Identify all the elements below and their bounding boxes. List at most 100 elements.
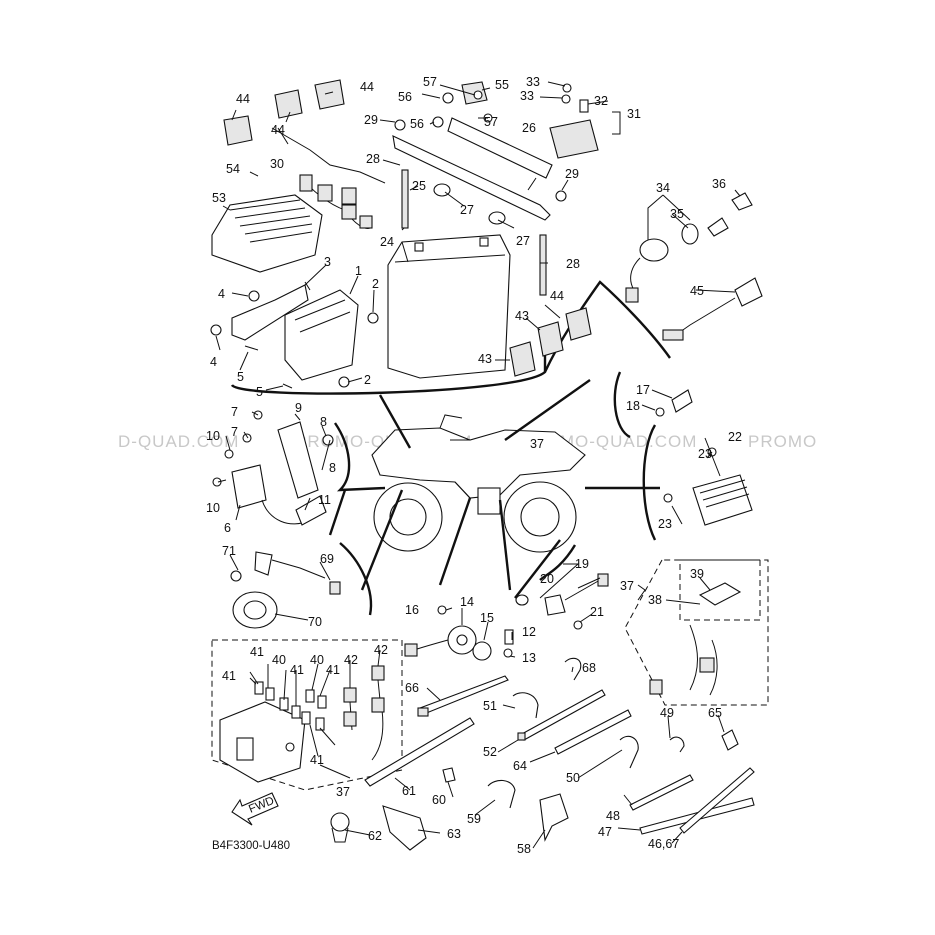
callout-33a: 33	[526, 75, 540, 89]
callout-37b: 37	[620, 579, 634, 593]
callout-36: 36	[712, 177, 726, 191]
callout-43b: 43	[478, 352, 492, 366]
wire-harness-box	[624, 559, 769, 706]
callout-44c: 44	[360, 80, 374, 94]
diagram-code: B4F3300-U480	[212, 840, 290, 852]
callout-21: 21	[590, 605, 604, 619]
callout-49: 49	[660, 706, 674, 720]
watermark-4: PROMO	[748, 432, 817, 451]
callout-65: 65	[708, 706, 722, 720]
callout-3: 3	[324, 255, 331, 269]
callout-47: 47	[598, 825, 612, 839]
callout-17: 17	[636, 383, 650, 397]
sensor-parts-group	[404, 573, 609, 661]
rectifier-group	[663, 447, 753, 526]
callout-41a: 41	[222, 669, 236, 683]
callouts: 1 2 2 3 4 4 5 5 6 7 7 8 8 9 10 10 11 12 …	[206, 75, 742, 856]
cable-ties-group	[330, 657, 755, 851]
sensor-17-group	[655, 389, 693, 417]
callout-51: 51	[483, 699, 497, 713]
callout-23b: 23	[658, 517, 672, 531]
callout-33b: 33	[520, 89, 534, 103]
callout-69: 69	[320, 552, 334, 566]
section-frames	[230, 280, 671, 616]
relay-31-group	[549, 83, 621, 159]
callout-29a: 29	[364, 113, 378, 127]
callout-40b: 40	[310, 653, 324, 667]
callout-29b: 29	[565, 167, 579, 181]
callout-71: 71	[222, 544, 236, 558]
atv-illustration	[371, 414, 586, 553]
callout-50: 50	[566, 771, 580, 785]
callout-64: 64	[513, 759, 527, 773]
callout-4b: 4	[210, 355, 217, 369]
callout-7a: 7	[231, 405, 238, 419]
callout-56a: 56	[398, 90, 412, 104]
callout-41e: 41	[310, 753, 324, 767]
callout-42a: 42	[344, 653, 358, 667]
callout-53: 53	[212, 191, 226, 205]
callout-9: 9	[295, 401, 302, 415]
callout-27b: 27	[516, 234, 530, 248]
callout-59: 59	[467, 812, 481, 826]
callout-40a: 40	[272, 653, 286, 667]
callout-55: 55	[495, 78, 509, 92]
callout-37c: 37	[336, 785, 350, 799]
callout-20: 20	[540, 572, 554, 586]
callout-66: 66	[405, 681, 419, 695]
callout-2a: 2	[372, 277, 379, 291]
callout-24: 24	[380, 235, 394, 249]
callout-41c: 41	[290, 663, 304, 677]
callout-28b: 28	[566, 257, 580, 271]
callout-44d: 44	[550, 289, 564, 303]
callout-13: 13	[522, 651, 536, 665]
callout-43a: 43	[515, 309, 529, 323]
callout-31: 31	[627, 107, 641, 121]
callout-70: 70	[308, 615, 322, 629]
callout-35: 35	[670, 207, 684, 221]
callout-1: 1	[355, 264, 362, 278]
callout-22: 22	[728, 430, 742, 444]
callout-15: 15	[480, 611, 494, 625]
coil-6-group	[212, 410, 334, 526]
callout-6: 6	[224, 521, 231, 535]
callout-30: 30	[270, 157, 284, 171]
callout-11: 11	[318, 493, 331, 507]
callout-57b: 57	[484, 115, 498, 129]
callout-39: 39	[690, 567, 704, 581]
fwd-arrow: FWD	[231, 792, 279, 826]
callout-10b: 10	[206, 501, 220, 515]
leader-lines	[215, 81, 741, 849]
ecu-group	[210, 79, 386, 389]
callout-63: 63	[447, 827, 461, 841]
callout-16: 16	[405, 603, 419, 617]
callout-44b: 44	[271, 123, 285, 137]
callout-62: 62	[368, 829, 382, 843]
callout-56b: 56	[410, 117, 424, 131]
callout-48: 48	[606, 809, 620, 823]
callout-18: 18	[626, 399, 640, 413]
callout-46: 46,67	[648, 837, 679, 851]
callout-68: 68	[582, 661, 596, 675]
callout-57a: 57	[423, 75, 437, 89]
callout-4a: 4	[218, 287, 225, 301]
callout-27a: 27	[460, 203, 474, 217]
callout-7b: 7	[231, 425, 238, 439]
watermark-1: D-QUAD.COM	[118, 432, 239, 451]
fuse-box-area	[211, 639, 403, 791]
callout-14: 14	[460, 595, 474, 609]
callout-37a: 37	[530, 437, 544, 451]
callout-41d: 41	[326, 663, 340, 677]
callout-28a: 28	[366, 152, 380, 166]
callout-34: 34	[656, 181, 670, 195]
callout-5b: 5	[256, 385, 263, 399]
horn-group	[230, 551, 341, 629]
callout-5a: 5	[237, 370, 244, 384]
callout-12: 12	[522, 625, 536, 639]
callout-41b: 41	[250, 645, 264, 659]
callout-8a: 8	[320, 415, 327, 429]
callout-45: 45	[690, 284, 704, 298]
battery-group	[387, 117, 592, 379]
callout-52: 52	[483, 745, 497, 759]
